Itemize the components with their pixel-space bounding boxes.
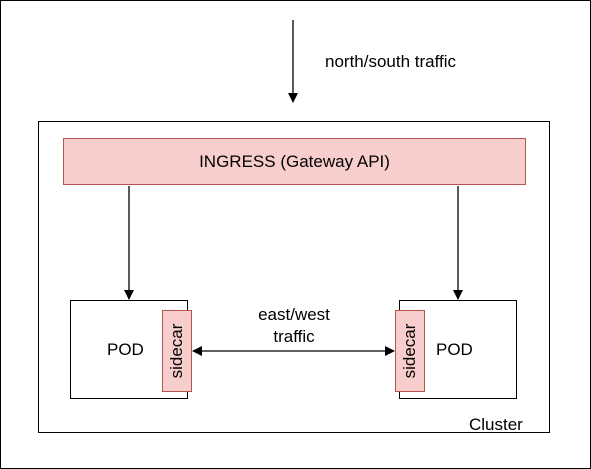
- ingress-box: INGRESS (Gateway API): [63, 138, 526, 185]
- sidecar-left-box: sidecar: [162, 310, 192, 392]
- east-west-traffic-label: east/west traffic: [258, 305, 330, 346]
- cluster-box: [38, 121, 550, 433]
- pod-left-label: POD: [107, 340, 144, 359]
- sidecar-right-box: sidecar: [395, 310, 425, 392]
- sidecar-right-label: sidecar: [400, 323, 419, 379]
- sidecar-left-label: sidecar: [167, 323, 186, 379]
- cluster-label: Cluster: [469, 415, 523, 434]
- north-south-traffic-label: north/south traffic: [325, 52, 457, 71]
- ingress-label: INGRESS (Gateway API): [199, 151, 390, 171]
- pod-right-label: POD: [436, 340, 473, 359]
